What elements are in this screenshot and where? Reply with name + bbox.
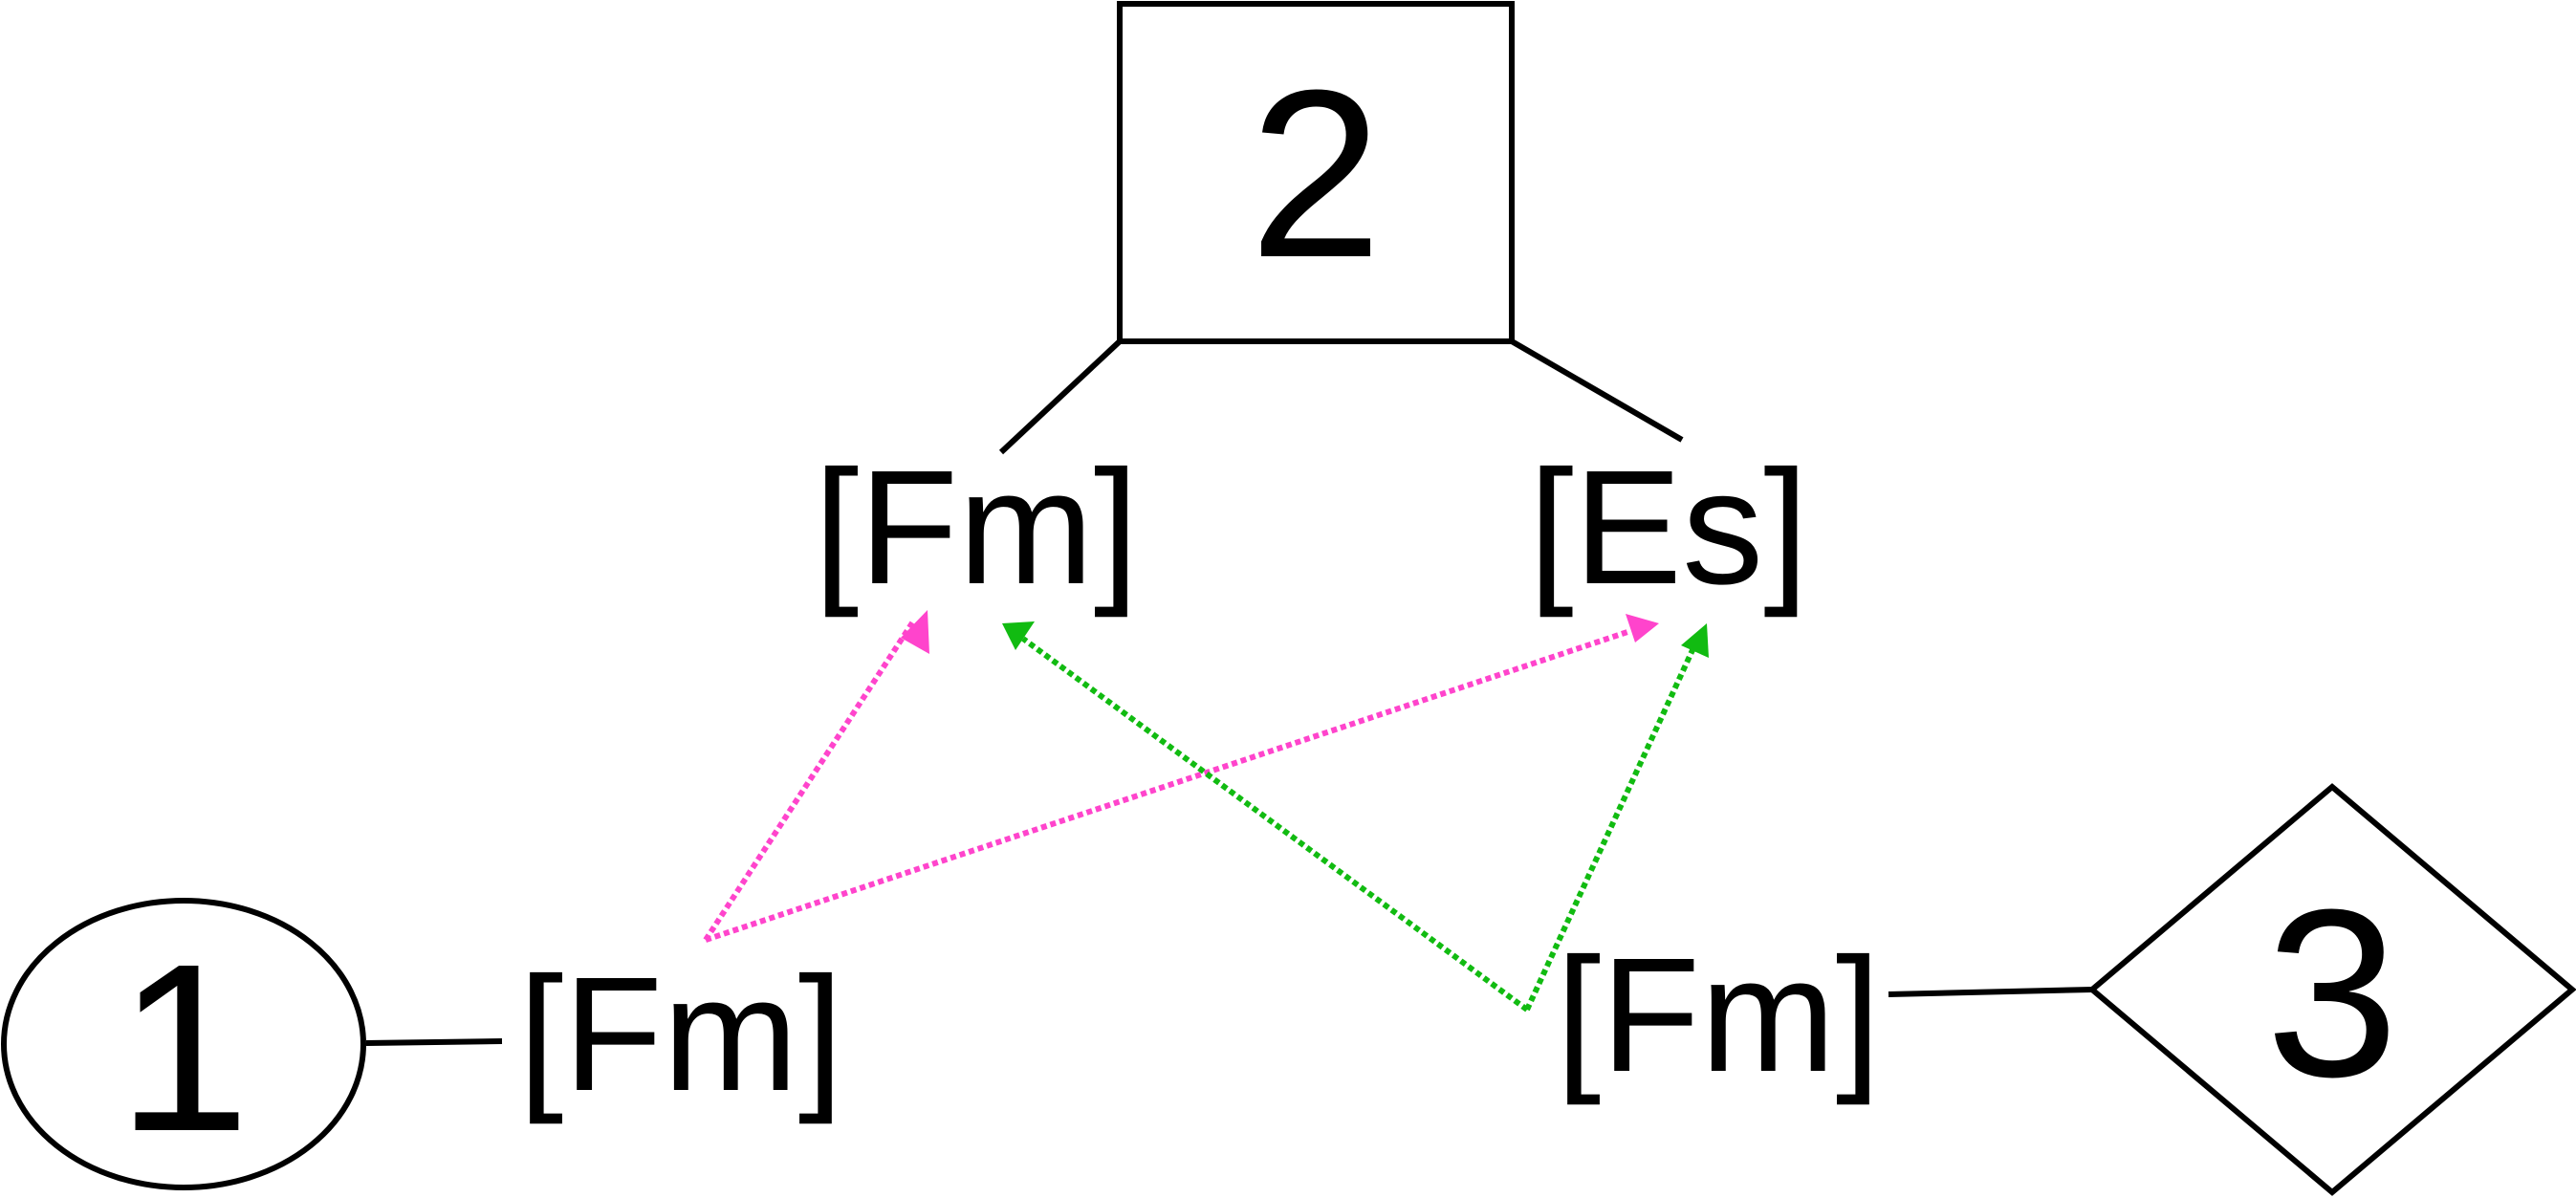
molecule-fm-node3: [Fm] <box>1556 925 1881 1106</box>
arrowhead-fm1-to-fm2 <box>901 610 929 654</box>
arrow-fm3-to-es <box>1524 648 1695 1012</box>
arrow-fm1-to-es <box>705 628 1631 943</box>
molecule-fm-node2: [Fm] <box>814 437 1139 619</box>
node-1-label: 1 <box>117 914 250 1181</box>
molecule-es-node2: [Es] <box>1529 437 1809 619</box>
edge-node2-es <box>1510 338 1684 443</box>
diamond-shape <box>2087 783 2576 1196</box>
node-2: 2 <box>1117 1 1515 344</box>
arrowhead-fm1-to-es <box>1626 614 1659 643</box>
edge-node2-fm <box>998 338 1123 455</box>
node-1: 1 <box>1 898 366 1190</box>
node-3-label: 3 <box>2265 860 2398 1126</box>
arrowhead-fm3-to-es <box>1681 623 1709 658</box>
arrow-fm3-to-fm2 <box>1021 636 1529 1013</box>
rectangle-shape <box>1117 1 1515 344</box>
node-3: 3 <box>2087 783 2576 1196</box>
arrowhead-fm3-to-fm2 <box>1002 621 1035 650</box>
arrow-fm1-to-fm2 <box>703 620 916 942</box>
edge-node1-fm <box>365 1038 503 1046</box>
molecule-fm-node1: [Fm] <box>518 944 843 1125</box>
ellipse-shape <box>1 898 366 1190</box>
edge-node3-fm <box>1888 987 2093 997</box>
node-2-label: 2 <box>1249 40 1382 307</box>
